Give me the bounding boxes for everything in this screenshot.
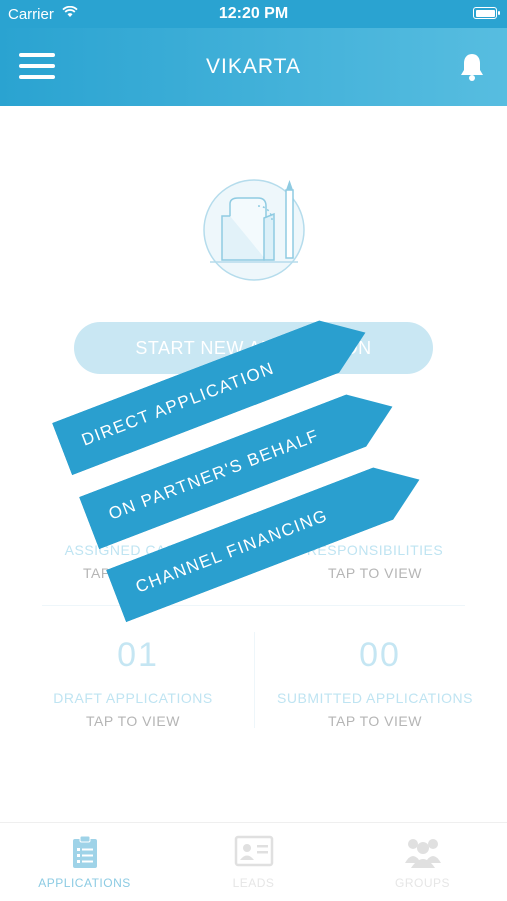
app-title: VIKARTA xyxy=(206,55,301,78)
menu-icon[interactable] xyxy=(19,53,55,79)
stat-tap-submitted[interactable]: TAP TO VIEW xyxy=(328,713,422,729)
divider xyxy=(254,632,255,728)
tab-applications[interactable]: APPLICATIONS xyxy=(0,823,169,901)
battery-icon xyxy=(473,7,500,19)
stat-number-submitted: 00 xyxy=(359,636,401,674)
tab-label: GROUPS xyxy=(394,876,450,890)
app-header: VIKARTA xyxy=(0,28,507,106)
tab-leads[interactable]: LEADS xyxy=(169,823,338,901)
stat-label-draft: DRAFT APPLICATIONS xyxy=(53,690,213,706)
tab-label: APPLICATIONS xyxy=(38,876,131,890)
group-icon xyxy=(404,839,441,868)
status-bar: Carrier 12:20 PM xyxy=(0,0,507,28)
bell-icon[interactable] xyxy=(459,52,485,82)
id-card-icon xyxy=(234,835,273,867)
carrier-label: Carrier xyxy=(8,6,54,23)
stat-number-draft: 01 xyxy=(117,636,159,674)
stat-tap-responsibilities[interactable]: TAP TO VIEW xyxy=(328,565,422,581)
tab-bar: APPLICATIONS LEADS GROUPS xyxy=(0,822,507,901)
stat-label-submitted: SUBMITTED APPLICATIONS xyxy=(277,690,473,706)
tab-groups[interactable]: GROUPS xyxy=(338,823,507,901)
wifi-icon xyxy=(62,6,78,17)
clipboard-icon xyxy=(72,835,97,868)
divider xyxy=(42,605,465,606)
folder-illustration-icon xyxy=(203,179,305,281)
clock: 12:20 PM xyxy=(218,5,289,22)
tab-label: LEADS xyxy=(232,876,275,890)
stat-tap-draft[interactable]: TAP TO VIEW xyxy=(86,713,180,729)
stat-label-responsibilities: RESPONSIBILITIES xyxy=(306,542,444,558)
